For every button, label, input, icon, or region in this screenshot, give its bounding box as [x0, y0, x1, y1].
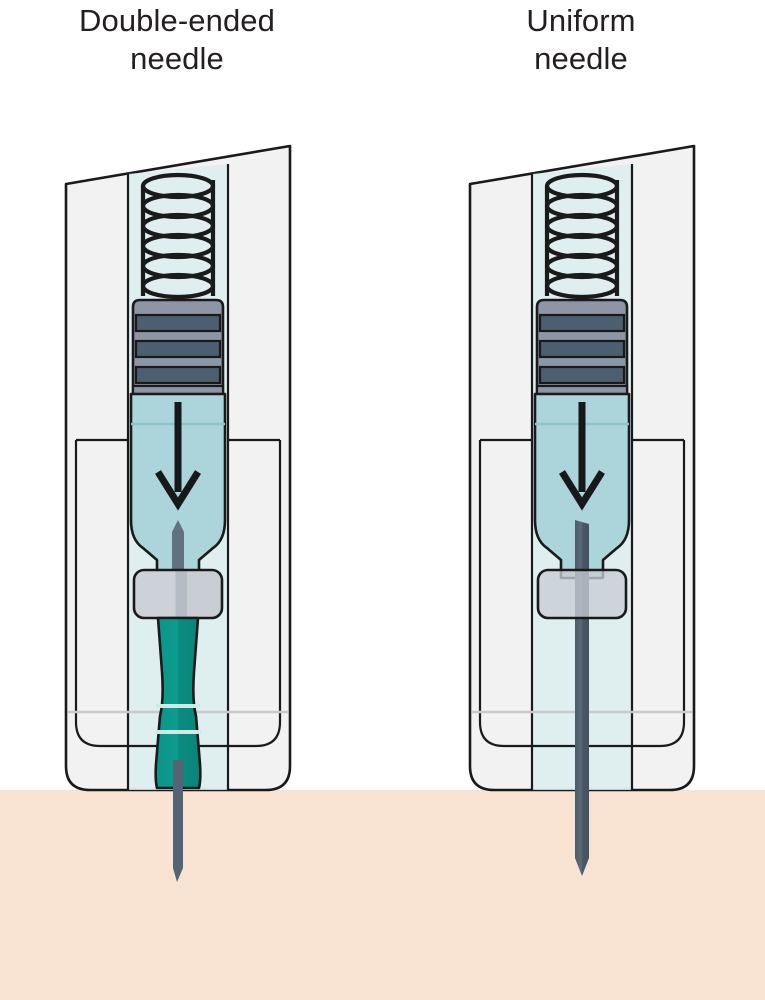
- panel-double-ended: [64, 144, 292, 882]
- panel-label-line-1: Uniform: [526, 3, 636, 38]
- thin-needle-tip: [173, 760, 183, 882]
- flow-arrow: [559, 402, 605, 511]
- plunger-stopper: [131, 298, 225, 396]
- needle-hub: [536, 568, 628, 620]
- panel-label-uniform: Uniform needle: [430, 2, 732, 78]
- wide-teal-needle-body: [154, 616, 202, 790]
- flow-arrow: [155, 402, 201, 511]
- needle-hub: [132, 568, 224, 620]
- plunger-stopper: [535, 298, 629, 396]
- panel-label-double-ended: Double-ended needle: [26, 2, 328, 78]
- panel-label-line-2: needle: [130, 40, 224, 76]
- panel-label-line-1: Double-ended: [79, 3, 275, 38]
- panel-label-line-2: needle: [534, 40, 628, 76]
- spring: [140, 172, 216, 300]
- panel-uniform: [468, 144, 696, 876]
- skin-layer: [0, 790, 765, 1000]
- spring: [544, 172, 620, 300]
